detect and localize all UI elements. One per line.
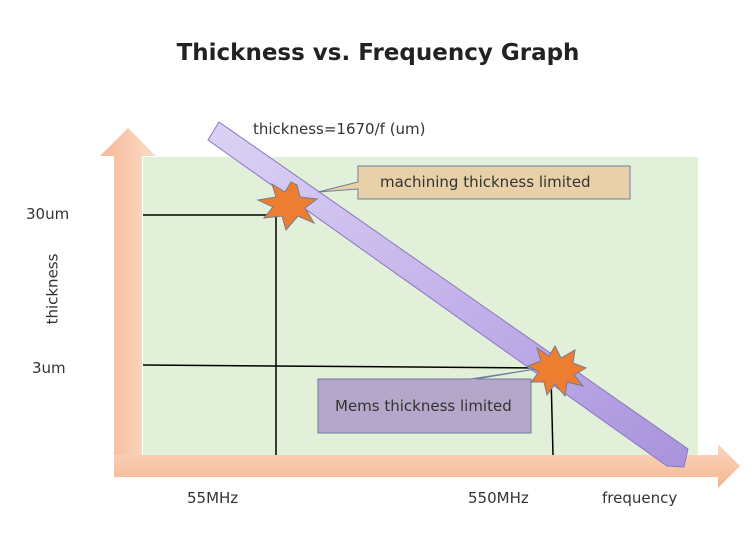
x-tick-550mhz: 550MHz	[468, 489, 529, 507]
callout-machining-text: machining thickness limited	[380, 173, 591, 191]
line-3um	[142, 364, 541, 369]
callout-mems-box	[317, 368, 537, 434]
x-tick-55mhz: 55MHz	[187, 489, 239, 507]
burst-upper	[256, 181, 319, 232]
burst-lower	[526, 344, 588, 398]
callout-mems-text: Mems thickness limited	[335, 397, 512, 415]
callout-machining-box	[317, 165, 631, 200]
y-axis-label: thickness	[43, 253, 62, 325]
y-axis-arrow	[100, 128, 156, 476]
x-axis-label: frequency	[602, 489, 678, 507]
y-tick-30um: 30um	[26, 205, 70, 223]
x-axis-arrow	[114, 444, 740, 488]
diagram-title: Thickness vs. Frequency Graph	[176, 40, 580, 66]
formula-label: thickness=1670/f (um)	[253, 120, 426, 138]
y-tick-3um: 3um	[32, 359, 66, 377]
